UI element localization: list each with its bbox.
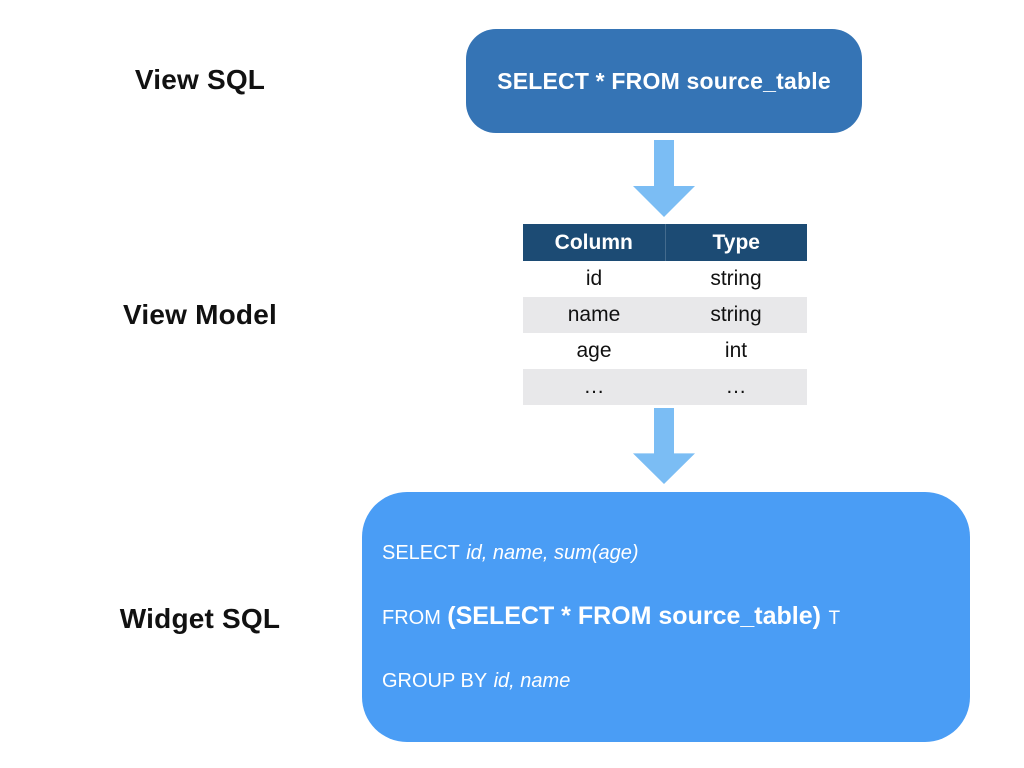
sql-subquery: (SELECT * FROM source_table) bbox=[447, 602, 821, 630]
table-cell-column: name bbox=[523, 297, 665, 333]
sql-line-select: SELECT id, name, sum(age) bbox=[382, 542, 950, 565]
table-cell-column: age bbox=[576, 339, 612, 362]
sql-line-from: FROM (SELECT * FROM source_table) T bbox=[382, 602, 950, 631]
table-header-cell-type: Type bbox=[664, 224, 807, 261]
down-arrow-icon bbox=[633, 408, 695, 484]
table-row: age int bbox=[523, 333, 807, 369]
view-sql-box: SELECT * FROM source_table bbox=[466, 29, 862, 133]
view-sql-label: View SQL bbox=[134, 64, 266, 95]
table-cell-column: … bbox=[523, 369, 665, 405]
table-cell-type: string bbox=[710, 267, 762, 290]
table-row: name string bbox=[523, 297, 807, 333]
table-row: … … bbox=[523, 369, 807, 405]
down-arrow-icon bbox=[633, 140, 695, 217]
table-row: id string bbox=[523, 261, 807, 297]
table-header-row: Column Type bbox=[523, 224, 807, 261]
widget-sql-box: SELECT id, name, sum(age) FROM (SELECT * F… bbox=[362, 492, 970, 742]
sql-keyword-from: FROM bbox=[382, 607, 441, 629]
table-cell-column: id bbox=[585, 267, 603, 290]
view-model-table: Column Type id string name string age in… bbox=[523, 224, 807, 405]
view-model-label: View Model bbox=[123, 299, 277, 330]
table-header-cell-column: Column bbox=[523, 224, 665, 261]
table-cell-type: string bbox=[665, 297, 807, 333]
table-cell-type: int bbox=[724, 339, 748, 362]
sql-select-columns: id, name, sum(age) bbox=[466, 542, 639, 564]
view-sql-statement: SELECT * FROM source_table bbox=[497, 67, 831, 94]
table-cell-type: … bbox=[665, 369, 807, 405]
sql-group-by-columns: id, name bbox=[493, 670, 571, 692]
sql-keyword-select: SELECT bbox=[382, 542, 460, 564]
widget-sql-label: Widget SQL bbox=[119, 603, 281, 634]
sql-table-alias: T bbox=[828, 608, 841, 629]
sql-keyword-group-by: GROUP BY bbox=[382, 670, 488, 692]
